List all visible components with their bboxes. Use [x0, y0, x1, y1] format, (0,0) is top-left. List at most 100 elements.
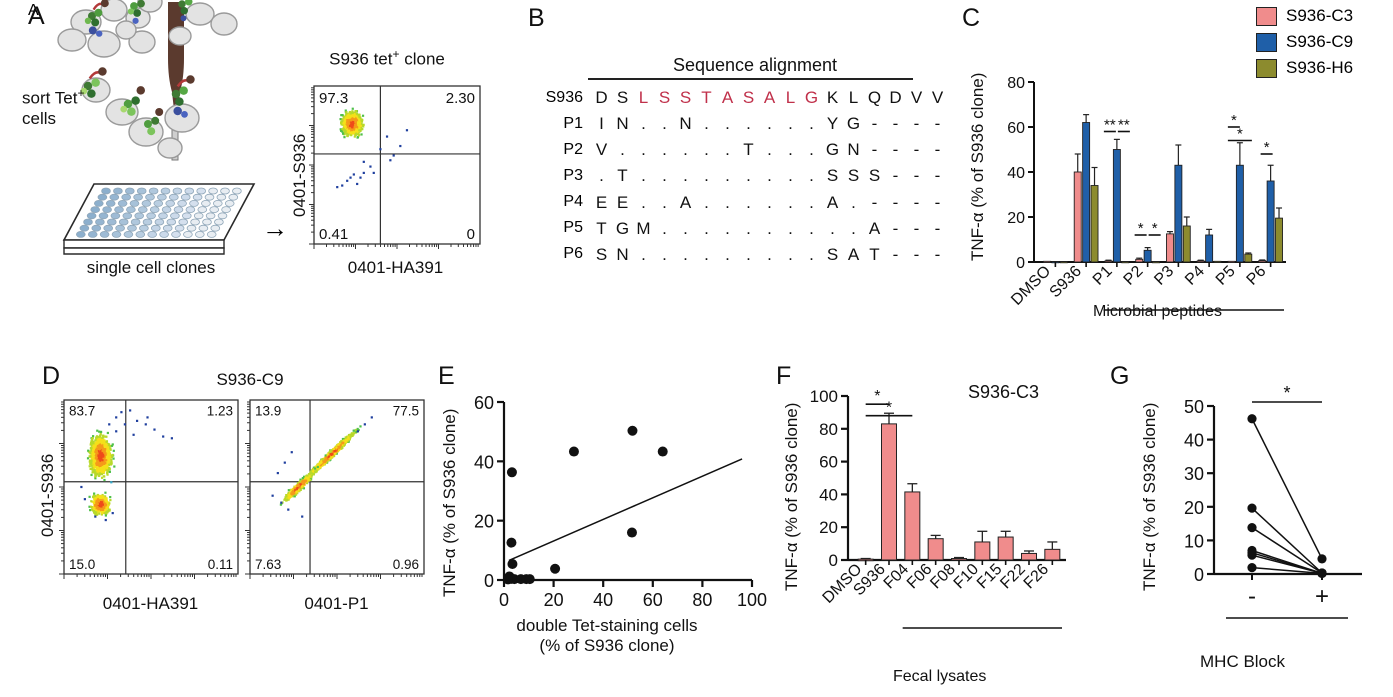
alignment-residue: .: [704, 166, 709, 186]
alignment-residue: S: [826, 166, 839, 186]
legend-swatch: [1256, 6, 1277, 26]
panel-f-clone-label: S936-C3: [968, 382, 1040, 402]
panel-c-ylabel: TNF-α (% of S936 clone): [968, 72, 987, 262]
svg-text:40: 40: [1007, 165, 1025, 182]
svg-text:15.0: 15.0: [69, 557, 95, 572]
panel-d-ylabel: 0401-S936: [38, 453, 57, 537]
alignment-residue: S: [658, 88, 671, 107]
sort-tet-label-line2: cells: [22, 108, 57, 128]
alignment-residue: -: [934, 114, 941, 134]
panel-d-xlabel-2: 0401-P1: [304, 594, 369, 613]
alignment-residue: L: [785, 88, 796, 107]
alignment-residue: .: [788, 140, 793, 160]
alignment-residue: .: [683, 166, 688, 186]
panel-d-title: S936-C9: [216, 370, 284, 389]
alignment-row-name: S936: [545, 88, 583, 106]
alignment-residue: .: [746, 244, 751, 264]
alignment-residue: -: [934, 218, 941, 238]
alignment-residue: -: [871, 140, 878, 160]
flow-title-sup: +: [392, 47, 400, 61]
svg-text:83.7: 83.7: [69, 404, 95, 419]
alignment-residue: -: [892, 166, 899, 186]
sort-tet-label-line1: sort Tet: [22, 88, 78, 108]
alignment-residue: L: [848, 88, 859, 107]
alignment-residue: A: [868, 218, 881, 238]
svg-text:P3: P3: [1151, 263, 1177, 289]
panel-e-xlabel-line2: (% of S936 clone): [539, 636, 675, 656]
alignment-residue: S: [826, 244, 839, 264]
alignment-residue: V: [931, 88, 944, 107]
alignment-residue: I: [599, 114, 604, 134]
alignment-residue: .: [683, 218, 688, 238]
alignment-residue: .: [767, 218, 772, 238]
svg-text:*: *: [1231, 112, 1237, 129]
sort-tet-label-sup: +: [77, 86, 85, 100]
legend-item: S936-H6: [1256, 58, 1353, 78]
alignment-residue: N: [616, 244, 629, 264]
svg-text:1.23: 1.23: [207, 404, 233, 419]
legend-label: S936-H6: [1286, 58, 1354, 77]
alignment-residue: .: [830, 218, 835, 238]
panel-f-group-label: Fecal lysates: [893, 668, 987, 685]
panel-d-flowplot-1: 83.7 1.23 15.0 0.11: [59, 398, 240, 588]
alignment-residue: Q: [867, 88, 882, 107]
alignment-residue: G: [825, 140, 840, 160]
alignment-residue: .: [809, 166, 814, 186]
svg-text:P6: P6: [1244, 263, 1270, 289]
alignment-residue: A: [826, 192, 839, 212]
svg-text:20: 20: [1007, 210, 1025, 227]
alignment-residue: A: [679, 192, 692, 212]
svg-text:97.3: 97.3: [319, 90, 348, 107]
svg-text:P2: P2: [1121, 263, 1147, 289]
alignment-residue: A: [847, 244, 860, 264]
svg-text:0.11: 0.11: [208, 557, 233, 572]
alignment-residue: .: [788, 166, 793, 186]
alignment-residue: .: [662, 218, 667, 238]
alignment-row-name: P6: [563, 245, 583, 263]
alignment-residue: V: [595, 140, 608, 160]
alignment-residue: -: [892, 192, 899, 212]
alignment-residue: -: [892, 114, 899, 134]
alignment-residue: N: [679, 114, 692, 134]
alignment-residue: S: [616, 88, 629, 107]
alignment-residue: .: [746, 192, 751, 212]
alignment-residue: M: [636, 218, 651, 238]
alignment-residue: T: [701, 88, 712, 107]
alignment-residue: S: [868, 166, 881, 186]
alignment-residue: .: [704, 218, 709, 238]
alignment-residue: .: [725, 140, 730, 160]
alignment-residue: G: [846, 114, 861, 134]
svg-text:**: **: [1118, 117, 1130, 134]
alignment-residue: .: [746, 114, 751, 134]
legend-label: S936-C3: [1286, 6, 1354, 25]
alignment-residue: .: [725, 218, 730, 238]
alignment-row-name: P2: [563, 140, 583, 158]
alignment-residue: -: [913, 140, 920, 160]
alignment-residue: .: [788, 218, 793, 238]
alignment-residue: .: [725, 166, 730, 186]
alignment-residue: N: [847, 140, 860, 160]
alignment-residue: .: [767, 192, 772, 212]
alignment-residue: -: [871, 114, 878, 134]
alignment-residue: -: [913, 218, 920, 238]
alignment-residue: .: [599, 166, 604, 186]
alignment-residue: .: [704, 192, 709, 212]
alignment-residue: .: [704, 140, 709, 160]
panel-letter-g: G: [1110, 362, 1130, 390]
panel-a-ylabel: 0401-S936: [290, 133, 309, 217]
svg-text:**: **: [1104, 117, 1116, 134]
alignment-residue: .: [662, 244, 667, 264]
alignment-residue: T: [743, 140, 754, 160]
panel-letter-a: A: [28, 2, 45, 30]
svg-text:80: 80: [1007, 75, 1025, 92]
